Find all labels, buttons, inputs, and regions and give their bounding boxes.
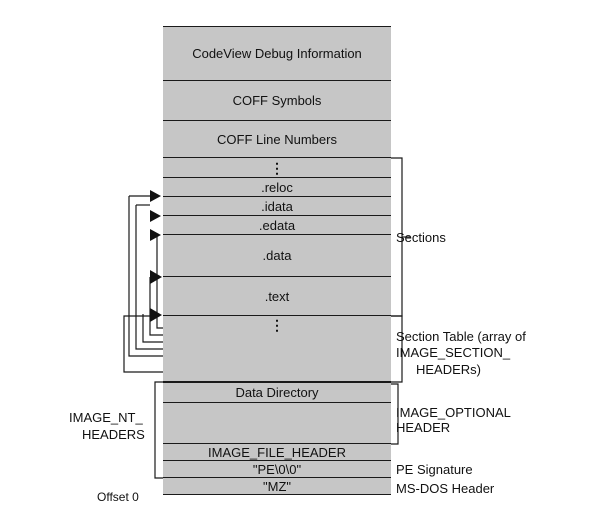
leader-text	[142, 314, 163, 343]
ellipsis-icon: ⋮	[270, 317, 284, 333]
nt-headers-label-1: IMAGE_NT_	[69, 410, 143, 425]
mz-value: "MZ"	[263, 478, 291, 494]
arrow-edata	[150, 229, 161, 241]
optional-header-body-block	[163, 403, 391, 444]
coff-symbols-block: COFF Symbols	[163, 81, 391, 121]
data-label: .data	[262, 248, 292, 263]
coff-line-numbers-label: COFF Line Numbers	[217, 131, 337, 147]
offset-zero-label: Offset 0	[97, 490, 139, 504]
section-table-label-2: IMAGE_SECTION_	[396, 345, 511, 360]
optional-header-label-1: IMAGE_OPTIONAL	[396, 405, 511, 420]
sections-label: Sections	[396, 230, 446, 245]
text-label: .text	[264, 288, 290, 304]
ellipsis-icon: ⋮	[270, 159, 284, 176]
pe-signature-value: "PE\0\0"	[252, 461, 302, 477]
sections-ellipsis-top: ⋮	[163, 158, 391, 178]
idata-section-block: .idata	[163, 197, 391, 216]
data-directory-block: Data Directory	[163, 382, 391, 403]
leader-edata	[156, 235, 163, 329]
section-table-label-3: HEADERs)	[416, 362, 482, 377]
nt-headers-label-2: HEADERS	[82, 427, 145, 442]
text-section-block: .text	[163, 277, 391, 316]
nt-headers-bracket	[154, 381, 163, 479]
leader-idata	[135, 205, 163, 350]
codeview-label: CodeView Debug Information	[192, 46, 362, 61]
reloc-section-block: .reloc	[163, 178, 391, 197]
reloc-label: .reloc	[261, 179, 293, 195]
arrow-heads	[150, 190, 162, 322]
data-section-block: .data	[163, 235, 391, 277]
optional-header-bracket	[391, 383, 399, 445]
pe-signature-block: "PE\0\0"	[163, 461, 391, 478]
msdos-header-block: "MZ"	[163, 478, 391, 495]
image-file-header-label: IMAGE_FILE_HEADER	[208, 444, 346, 460]
codeview-debug-block: CodeView Debug Information	[163, 26, 391, 81]
data-directory-label: Data Directory	[235, 385, 319, 400]
leader-reloc	[128, 196, 163, 357]
pe-signature-label: PE Signature	[396, 462, 473, 477]
section-table-label-1: Section Table (array of	[396, 329, 526, 344]
msdos-header-label: MS-DOS Header	[396, 481, 495, 496]
coff-line-numbers-block: COFF Line Numbers	[163, 121, 391, 158]
idata-label: .idata	[261, 198, 293, 214]
arrow-text	[150, 308, 162, 322]
arrow-reloc	[150, 190, 161, 202]
section-table-block: ⋮	[163, 316, 391, 382]
edata-label: .edata	[258, 217, 296, 233]
arrow-data	[150, 270, 162, 284]
optional-header-label-2: HEADER	[396, 420, 451, 435]
arrow-idata	[150, 210, 161, 222]
coff-symbols-label: COFF Symbols	[232, 93, 322, 108]
section-table-bracket	[391, 315, 403, 383]
leader-data-directory	[123, 315, 163, 373]
leader-data	[149, 277, 163, 336]
edata-section-block: .edata	[163, 216, 391, 235]
image-file-header-block: IMAGE_FILE_HEADER	[163, 444, 391, 461]
